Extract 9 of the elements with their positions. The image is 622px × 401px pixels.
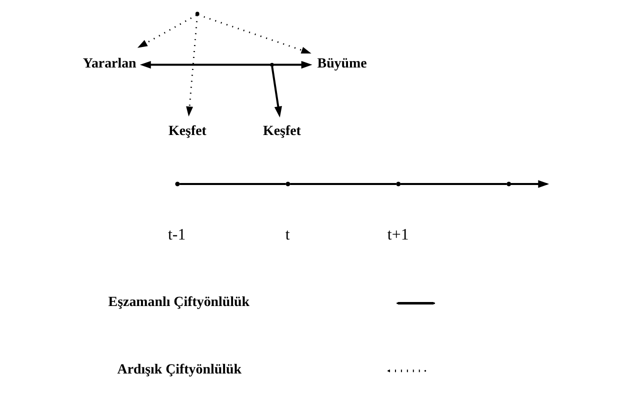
label: t+1 bbox=[387, 226, 409, 244]
node-text: Yararlan bbox=[82, 56, 136, 72]
legend-label: Eşzamanlı Çiftyönlülük bbox=[108, 294, 250, 310]
node-text: Keşfet bbox=[168, 124, 206, 140]
label: t bbox=[285, 226, 290, 244]
legend-label: Ardışık Çiftyönlülük bbox=[117, 362, 242, 378]
node-text: Keşfet bbox=[263, 124, 301, 140]
label: t-1 bbox=[168, 226, 186, 244]
node-text: Büyüme bbox=[317, 56, 367, 72]
